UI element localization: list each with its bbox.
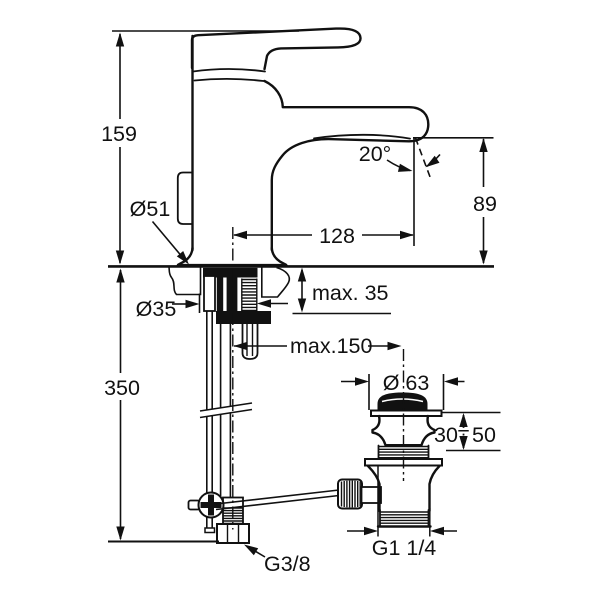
dimension-159: 159 bbox=[101, 30, 299, 265]
angle-valve bbox=[187, 491, 250, 544]
linkage-knurled-knob bbox=[337, 478, 363, 510]
escutcheon-ring bbox=[192, 68, 266, 73]
shank-stub-lines bbox=[246, 324, 254, 356]
dimension-o51: Ø51 bbox=[130, 197, 189, 265]
break-gap bbox=[200, 403, 252, 418]
aerator-outlet-line bbox=[313, 133, 411, 140]
dim-label-range-separator: ÷ bbox=[458, 419, 470, 443]
popup-linkage bbox=[215, 478, 382, 511]
dim-label-base-diameter: Ø51 bbox=[130, 197, 171, 221]
supply-nut bbox=[216, 523, 250, 544]
dimension-o35: Ø35 bbox=[136, 293, 288, 321]
waste-outlet-thread bbox=[376, 509, 432, 528]
dimension-g38: G3/8 bbox=[244, 544, 311, 576]
break-marks bbox=[199, 402, 253, 419]
body-side-tab bbox=[176, 171, 194, 225]
dimension-128: 128 bbox=[232, 137, 415, 530]
dimension-o63: Ø 63 bbox=[341, 371, 465, 410]
dim-label-waste-flange-diameter: Ø 63 bbox=[383, 371, 430, 395]
dim-label-clamp-max: 50 bbox=[472, 423, 496, 447]
mounting-deck bbox=[108, 265, 494, 298]
supply-nut-facets bbox=[226, 524, 240, 543]
dim-label-supply-length: 350 bbox=[104, 376, 140, 400]
dimension-g114: G1 1/4 bbox=[347, 466, 457, 560]
dim-label-hole-diameter: Ø35 bbox=[136, 297, 177, 321]
shank-wall-right bbox=[226, 277, 238, 312]
base-skirt-right bbox=[270, 246, 288, 268]
waste-plug-cap bbox=[377, 392, 428, 411]
counter-section-left bbox=[168, 267, 202, 296]
popup-waste-assembly bbox=[364, 349, 443, 528]
under-deck-fittings bbox=[199, 267, 271, 534]
shank-wall-left bbox=[216, 277, 224, 312]
waste-flange bbox=[370, 409, 443, 417]
dim-label-spout-angle: 20° bbox=[359, 142, 392, 166]
shank-locknut bbox=[216, 311, 271, 324]
dim-label-deck-thickness: max. 35 bbox=[312, 281, 389, 305]
dim-label-waste-thread: G1 1/4 bbox=[372, 536, 437, 560]
dim-label-spout-height: 89 bbox=[473, 192, 497, 216]
dim-label-supply-thread: G3/8 bbox=[264, 552, 311, 576]
popup-rod-end bbox=[204, 527, 216, 534]
base-gasket bbox=[203, 267, 258, 278]
dim-label-spout-reach: 128 bbox=[319, 224, 355, 248]
counter-section-right bbox=[261, 266, 291, 298]
waste-trap-body bbox=[366, 464, 441, 513]
dimension-max150: max.150 bbox=[233, 334, 402, 358]
escutcheon-ring-lower bbox=[193, 77, 265, 82]
linkage-stub bbox=[360, 486, 382, 504]
shank-stub bbox=[241, 323, 259, 360]
dimension-20deg: 20° bbox=[359, 137, 441, 180]
dimension-max35: max. 35 bbox=[292, 267, 391, 315]
valve-cross bbox=[200, 494, 222, 516]
dimension-350: 350 bbox=[104, 268, 219, 543]
lever-handle bbox=[190, 27, 362, 71]
waste-plug-highlight bbox=[381, 398, 424, 403]
dim-label-rod-length: max.150 bbox=[290, 334, 373, 358]
dim-label-clamp-min: 30 bbox=[434, 423, 458, 447]
dim-label-height-total: 159 bbox=[101, 122, 137, 146]
dimension-89: 89 bbox=[413, 137, 497, 265]
dimension-30-50: 30 ÷ 50 bbox=[434, 411, 501, 452]
popup-rod-head bbox=[203, 275, 216, 312]
threaded-stud bbox=[241, 278, 258, 312]
